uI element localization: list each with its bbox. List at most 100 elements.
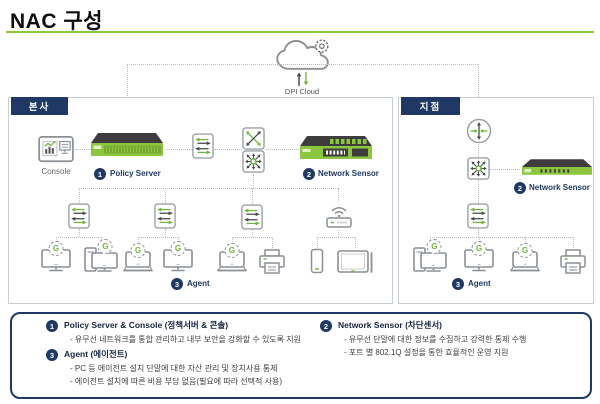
console-label: Console <box>41 167 71 176</box>
agent-g-badge: G <box>170 241 186 256</box>
connector-line <box>272 237 273 248</box>
connector-line <box>266 149 299 150</box>
switch-icon <box>192 133 214 159</box>
core-switch-star-icon <box>467 157 490 180</box>
switch-icon <box>154 203 176 229</box>
connector-line <box>165 229 166 237</box>
agent-g-badge: G <box>471 241 487 256</box>
legend-item-2-badge: 2 <box>320 320 332 332</box>
router-icon <box>466 118 492 144</box>
agent-g-badge: G <box>48 241 64 256</box>
tablet-device <box>336 249 374 275</box>
agent-device-monitor: G <box>162 241 194 274</box>
connector-line <box>317 237 318 248</box>
hq-tab: 본사 <box>11 97 68 115</box>
connector-line <box>478 229 479 237</box>
connector-line <box>75 149 91 150</box>
policy-server-label: Policy Server <box>110 169 161 178</box>
connector-line <box>573 237 574 248</box>
connector-line <box>214 149 242 150</box>
policy-server-badge: 1 <box>94 168 106 180</box>
agent-device-monitor: G <box>40 241 72 274</box>
legend-panel <box>10 312 592 399</box>
smartphone-device <box>310 248 324 274</box>
connector-line <box>232 237 233 248</box>
connector-line <box>317 237 355 238</box>
connector-line <box>79 188 338 189</box>
agent-g-badge: G <box>426 239 442 254</box>
connector-line <box>138 237 139 248</box>
connector-line <box>138 237 178 238</box>
legend-item-3-bullet: - PC 등 에이전트 설치 단말에 대한 자산 관리 및 장치사용 통제 <box>70 364 278 373</box>
printer-icon <box>558 248 588 276</box>
agent-device-laptop: G <box>120 243 156 274</box>
connector-line <box>252 188 253 204</box>
hq-panel <box>8 97 393 304</box>
switch-icon <box>467 203 489 229</box>
agent-device-monitor: G <box>463 241 495 274</box>
core-switch-x-icon <box>242 127 265 150</box>
legend-item-2-title: Network Sensor (차단센서) <box>338 320 443 330</box>
connector-line <box>253 174 254 188</box>
updown-arrows-icon <box>293 71 312 87</box>
agent-device-laptop: G <box>214 243 250 274</box>
connector-line <box>430 237 573 238</box>
legend-item-1-badge: 1 <box>46 320 58 332</box>
connector-line <box>79 188 80 203</box>
connector-line <box>252 230 253 237</box>
dpi-cloud-icon <box>272 38 334 74</box>
connector-line <box>338 230 339 237</box>
connector-line <box>478 180 479 203</box>
connector-line <box>232 237 272 238</box>
network-sensor-icon <box>520 155 594 179</box>
connector-line <box>56 237 101 238</box>
legend-item-3-title: Agent (에이전트) <box>64 349 128 359</box>
network-sensor-badge: 2 <box>303 168 315 180</box>
network-sensor-icon <box>298 133 374 163</box>
agent-g-badge: G <box>517 243 533 258</box>
title-underline <box>6 31 594 33</box>
legend-item-2-bullet: - 유무선 단말에 대한 정보를 수집하고 강력한 통제 수행 <box>344 335 527 344</box>
network-sensor-badge: 2 <box>514 182 526 194</box>
policy-server-icon <box>89 130 165 160</box>
printer-device <box>558 248 588 276</box>
switch-icon <box>241 204 263 230</box>
legend-item-1-bullet: - 유무선 네트워크를 통합 관리하고 내부 보안을 강화할 수 있도록 지원 <box>70 335 301 344</box>
tablet-icon <box>336 249 374 275</box>
legend-item-2-bullet: - 포트 별 802.1Q 설정을 통한 효율적인 운영 지원 <box>344 348 509 357</box>
printer-device <box>257 248 287 276</box>
access-point-icon <box>324 202 354 230</box>
connector-line <box>165 149 192 150</box>
legend-item-1-title: Policy Server & Console (정책서버 & 콘솔) <box>64 320 229 330</box>
connector-line <box>478 64 479 119</box>
smartphone-icon <box>310 248 324 274</box>
dpi-cloud-label: DPI Cloud <box>284 87 320 96</box>
agent-label: Agent <box>187 279 210 288</box>
page-title: NAC 구성 <box>10 10 103 33</box>
agent-badge: 3 <box>452 278 464 290</box>
connector-line <box>127 64 478 65</box>
agent-g-badge: G <box>130 243 146 258</box>
agent-g-badge: G <box>97 239 113 254</box>
connector-line <box>355 237 356 248</box>
legend-item-3-bullet: - 에이전트 설치에 따른 비용 부담 없음(필요에 따라 선택적 사용) <box>70 377 282 386</box>
agent-device-laptop: G <box>507 243 543 274</box>
connector-line <box>79 229 80 237</box>
legend-item-3-badge: 3 <box>46 349 58 361</box>
printer-icon <box>257 248 287 276</box>
connector-line <box>490 169 520 170</box>
agent-device-desktop: G <box>83 239 119 274</box>
connector-line <box>165 188 166 203</box>
network-sensor-label: Network Sensor <box>529 183 590 192</box>
branch-panel <box>398 97 594 304</box>
network-sensor-label: Network Sensor <box>318 169 379 178</box>
core-switch-star-icon <box>242 150 265 173</box>
agent-g-badge: G <box>224 243 240 258</box>
connector-line <box>338 188 339 202</box>
branch-tab: 지점 <box>401 97 460 115</box>
console-icon <box>37 135 75 165</box>
switch-icon <box>68 203 90 229</box>
agent-label: Agent <box>468 279 491 288</box>
connector-line <box>478 144 479 157</box>
agent-badge: 3 <box>171 278 183 290</box>
